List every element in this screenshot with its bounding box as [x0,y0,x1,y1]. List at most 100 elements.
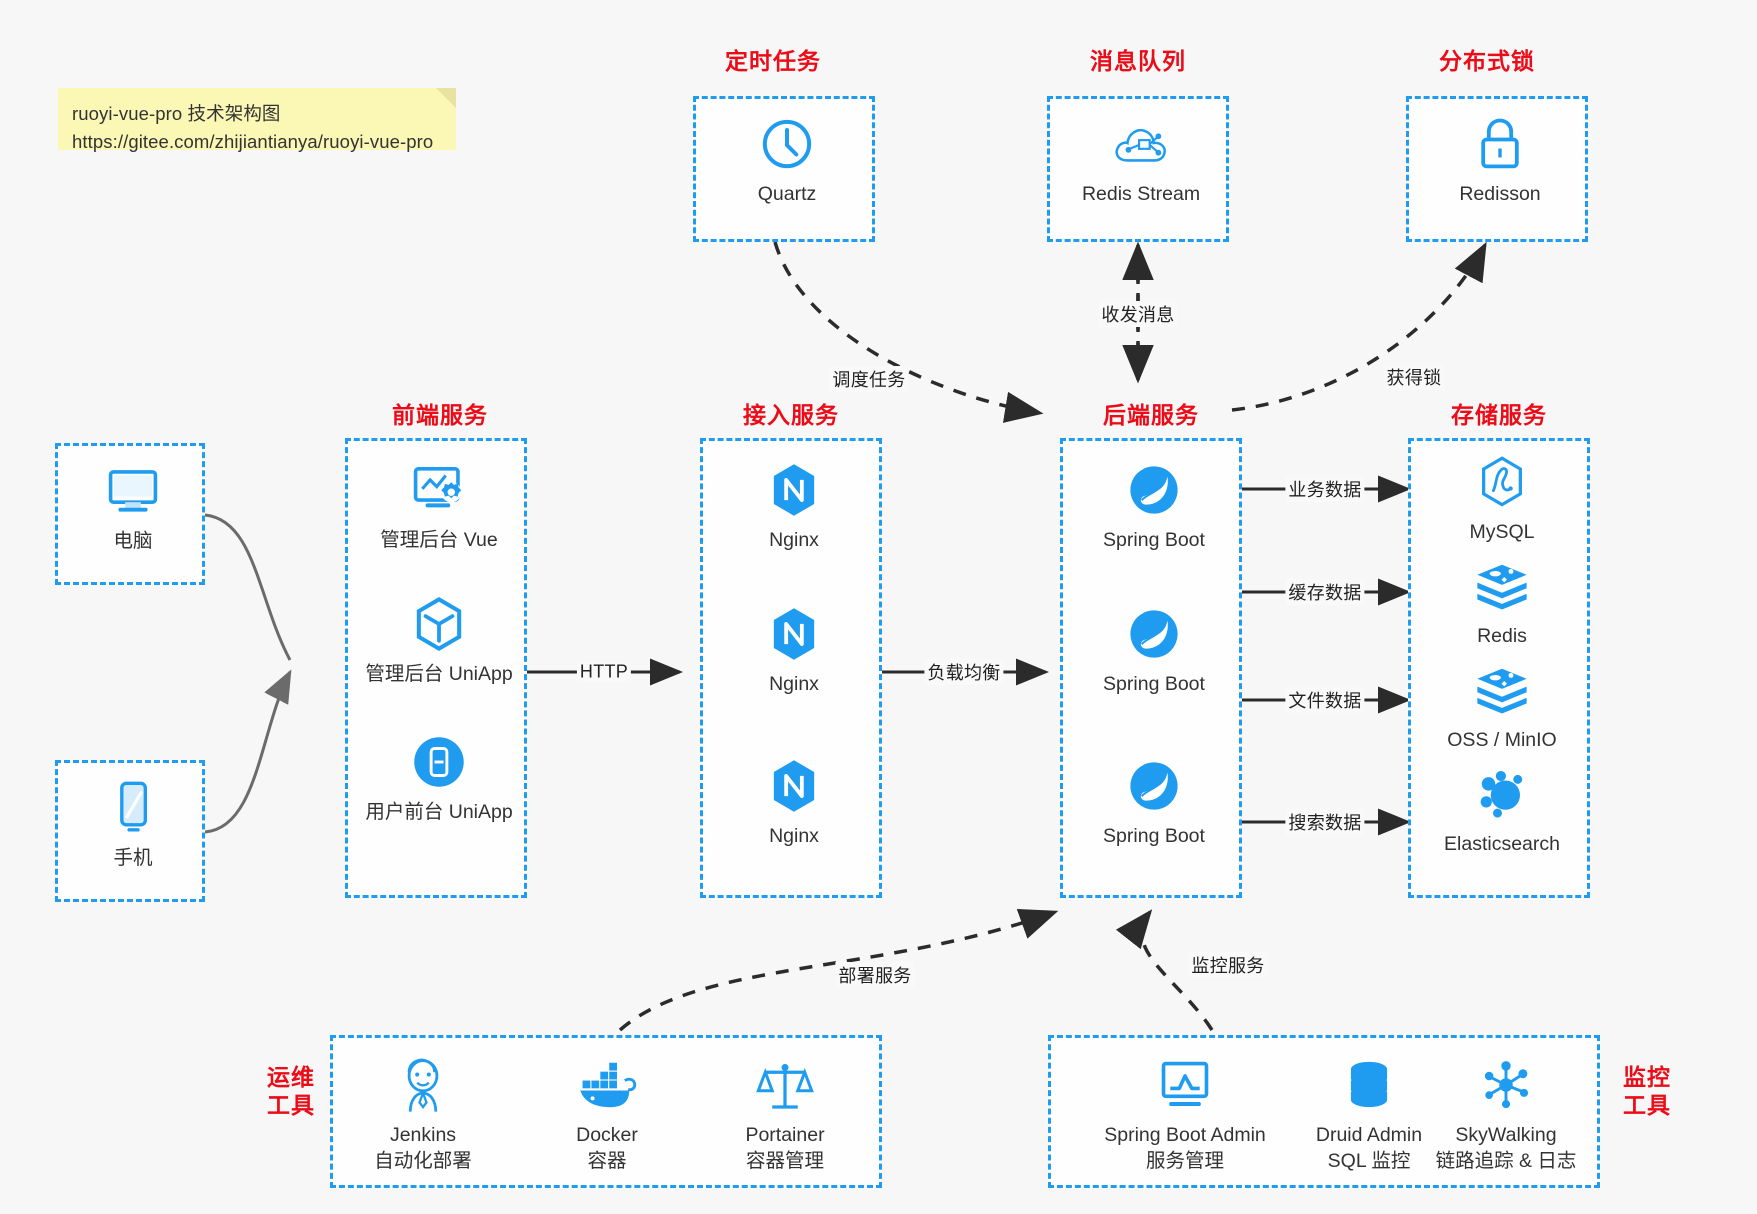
node-spring-boot-3[interactable]: Spring Boot [1074,755,1234,850]
node-nginx-1[interactable]: Nginx [714,459,874,554]
node-docker[interactable]: Docker 容器 [527,1054,687,1174]
mobile-app-icon [359,731,519,793]
node-spring-boot-1[interactable]: Spring Boot [1074,459,1234,554]
edge-label-cache-data: 缓存数据 [1285,579,1365,605]
node-portainer[interactable]: Portainer 容器管理 [705,1054,865,1174]
group-box-storage: MySQL Redis [1408,438,1590,898]
group-box-devops: Jenkins 自动化部署 Docker 容器 [330,1035,882,1188]
dashboard-gear-icon [359,459,519,521]
node-label: SkyWalking [1455,1124,1557,1146]
smartphone-icon [53,777,213,839]
group-box-monitor: Spring Boot Admin 服务管理 Druid Admin SQL 监… [1048,1035,1600,1188]
skywalking-icon [1411,1054,1601,1116]
nginx-icon [714,459,874,521]
node-redisson[interactable]: Redisson [1420,113,1580,208]
edge-label-load-balance: 负载均衡 [924,659,1004,685]
node-quartz[interactable]: Quartz [707,113,867,208]
edge-label-file-data: 文件数据 [1285,687,1365,713]
node-spring-boot-admin[interactable]: Spring Boot Admin 服务管理 [1085,1054,1285,1174]
edge-label-http: HTTP [576,661,632,683]
node-sublabel: 链路追踪 & 日志 [1435,1149,1577,1172]
node-nginx-3[interactable]: Nginx [714,755,874,850]
docker-icon [527,1054,687,1116]
group-title-mq: 消息队列 [1090,48,1186,74]
node-label: Portainer [745,1124,825,1146]
elasticsearch-icon [1422,763,1582,825]
node-label: Redis Stream [1081,183,1201,205]
group-box-mq: Redis Stream [1047,96,1229,242]
edge-label-business-data: 业务数据 [1285,476,1365,502]
node-admin-uniapp[interactable]: 管理后台 UniApp [359,593,519,688]
node-oss-minio[interactable]: OSS / MinIO [1422,659,1582,754]
note-line-2: https://gitee.com/zhijiantianya/ruoyi-vu… [72,131,434,153]
edge-label-search-data: 搜索数据 [1285,809,1365,835]
node-label: 管理后台 UniApp [365,663,513,685]
group-title-storage: 存储服务 [1451,402,1547,428]
node-label: OSS / MinIO [1447,729,1557,751]
nginx-icon [714,755,874,817]
node-redis-stream[interactable]: Redis Stream [1061,113,1221,208]
node-sublabel: 容器管理 [745,1149,824,1172]
group-title-devops-line1: 运维 [267,1064,315,1090]
node-pc[interactable]: 电脑 [53,460,213,555]
node-label: Quartz [757,183,817,205]
note-card: ruoyi-vue-pro 技术架构图 https://gitee.com/zh… [58,88,456,152]
group-box-backend: Spring Boot Spring Boot Spring Boot [1060,438,1242,898]
node-label: Elasticsearch [1444,833,1560,855]
node-jenkins[interactable]: Jenkins 自动化部署 [343,1054,503,1174]
node-druid-admin[interactable]: Druid Admin SQL 监控 [1289,1054,1449,1174]
group-box-pc: 电脑 [55,443,205,585]
edge-label-get-lock: 获得锁 [1383,364,1445,390]
node-nginx-2[interactable]: Nginx [714,603,874,698]
node-label: Spring Boot [1103,673,1205,695]
spring-boot-icon [1074,459,1234,521]
node-sublabel: 容器 [587,1149,627,1172]
group-box-phone: 手机 [55,760,205,902]
nginx-icon [714,603,874,665]
node-label: Nginx [769,825,819,847]
cube-icon [359,593,519,655]
node-label: 手机 [113,847,153,869]
node-sublabel: SQL 监控 [1327,1149,1411,1172]
node-spring-boot-2[interactable]: Spring Boot [1074,603,1234,698]
group-title-gateway: 接入服务 [743,402,839,428]
group-box-scheduler: Quartz [693,96,875,242]
node-label: Docker [576,1124,638,1146]
group-title-frontend: 前端服务 [392,402,488,428]
group-title-monitor-line1: 监控 [1623,1064,1671,1090]
minio-icon [1422,659,1582,721]
node-label: MySQL [1469,521,1535,543]
node-skywalking[interactable]: SkyWalking 链路追踪 & 日志 [1411,1054,1601,1174]
node-redis[interactable]: Redis [1422,555,1582,650]
node-label: Redisson [1459,183,1541,205]
edge-label-schedule-task: 调度任务 [829,366,909,392]
group-title-devops: 运维 工具 [258,1063,324,1119]
group-box-lock: Redisson [1406,96,1588,242]
node-label: Redis [1477,625,1527,647]
edge-label-monitor-service: 监控服务 [1188,952,1268,978]
group-title-backend: 后端服务 [1103,402,1199,428]
node-user-uniapp[interactable]: 用户前台 UniApp [359,731,519,826]
node-elasticsearch[interactable]: Elasticsearch [1422,763,1582,858]
group-box-frontend: 管理后台 Vue 管理后台 UniApp 用户前台 UniApp [345,438,527,898]
node-label: 用户前台 UniApp [365,801,513,823]
node-label: Nginx [769,529,819,551]
node-label: 电脑 [113,530,153,552]
clock-icon [707,113,867,175]
node-sublabel: 服务管理 [1145,1149,1224,1172]
lock-icon [1420,113,1580,175]
note-fold-corner [436,88,456,108]
node-mysql[interactable]: MySQL [1422,451,1582,546]
mysql-icon [1422,451,1582,513]
cloud-network-icon [1061,113,1221,175]
group-title-monitor-line2: 工具 [1623,1092,1671,1119]
note-line-1: ruoyi-vue-pro 技术架构图 [72,103,281,124]
node-admin-vue[interactable]: 管理后台 Vue [359,459,519,554]
node-label: Druid Admin [1315,1124,1423,1146]
database-icon [1289,1054,1449,1116]
group-box-gateway: Nginx Nginx Nginx [700,438,882,898]
monitor-icon [53,460,213,522]
group-title-devops-line2: 工具 [267,1092,315,1119]
node-phone[interactable]: 手机 [53,777,213,872]
group-title-lock: 分布式锁 [1439,48,1535,74]
